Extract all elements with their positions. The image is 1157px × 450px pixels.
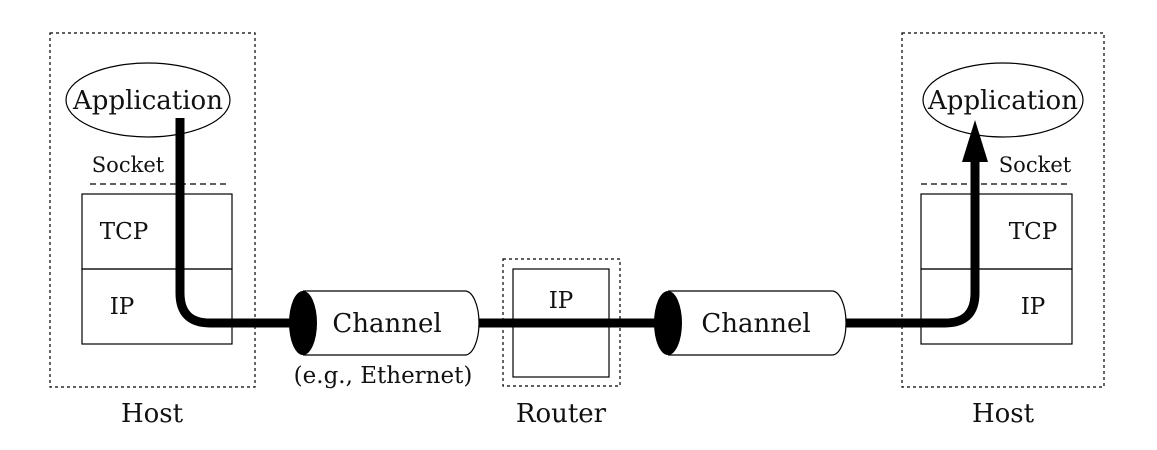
- left-channel: Channel (e.g., Ethernet): [289, 290, 480, 389]
- right-channel-body: [668, 290, 847, 356]
- right-host-label: Host: [972, 399, 1035, 429]
- right-ip-box: [920, 268, 1073, 345]
- path-left-descent: [175, 118, 300, 328]
- right-host: Application Socket TCP IP Host: [901, 32, 1105, 429]
- right-host-boundary: [901, 32, 1105, 388]
- left-channel-body: [303, 290, 480, 356]
- right-ip-label: IP: [1021, 294, 1046, 320]
- right-application-ellipse: [922, 62, 1084, 138]
- left-host-boundary: [49, 32, 256, 388]
- left-socket-label: Socket: [92, 153, 165, 177]
- left-application-label: Application: [72, 86, 223, 116]
- left-channel-label: Channel: [332, 309, 441, 339]
- router: IP Router: [502, 258, 621, 429]
- left-host-label: Host: [121, 399, 184, 429]
- path-right-ascent: [845, 155, 980, 328]
- right-channel: Channel: [654, 290, 847, 356]
- right-channel-label: Channel: [701, 309, 810, 339]
- left-ip-box: [81, 268, 233, 345]
- router-ip-label: IP: [549, 288, 574, 314]
- left-application-ellipse: [65, 62, 231, 138]
- right-socket-label: Socket: [999, 153, 1072, 177]
- right-channel-end-cap: [654, 291, 682, 355]
- right-application-label: Application: [927, 86, 1078, 116]
- data-path: [175, 118, 988, 328]
- arrow-head-icon: [962, 120, 988, 162]
- router-label: Router: [516, 399, 607, 429]
- left-host: Application Socket TCP IP Host: [49, 32, 256, 429]
- left-channel-note: (e.g., Ethernet): [294, 363, 473, 389]
- left-tcp-label: TCP: [100, 219, 148, 245]
- right-tcp-label: TCP: [1009, 219, 1057, 245]
- left-channel-end-cap: [289, 291, 317, 355]
- left-ip-label: IP: [110, 294, 135, 320]
